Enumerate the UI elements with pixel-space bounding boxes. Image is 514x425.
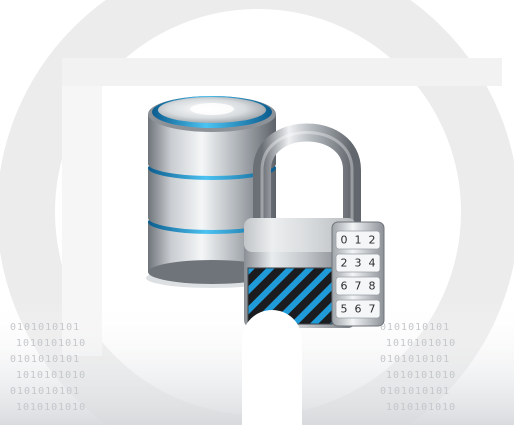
dial-digit: 7 [355,280,362,293]
dial-digit: 6 [355,303,362,316]
binary-row: 1010101010 [386,338,456,349]
dial-digit: 8 [369,280,376,293]
dial-digit: 3 [355,257,362,270]
dial-digit: 5 [341,303,348,316]
dial-digit: 6 [341,280,348,293]
dial-digit: 7 [369,303,376,316]
binary-row: 0101010101 [10,386,80,397]
binary-row: 1010101010 [16,402,86,413]
dial-digit: 0 [341,234,348,247]
binary-row: 0101010101 [380,322,450,333]
binary-row: 1010101010 [16,338,86,349]
dial-digit: 1 [355,234,362,247]
binary-row: 0101010101 [380,354,450,365]
dial-digit: 2 [369,234,376,247]
dial-wheel [335,230,381,250]
dial-digit: 2 [341,257,348,270]
binary-row: 1010101010 [386,370,456,381]
dial-wheel [335,276,381,296]
binary-row: 1010101010 [386,402,456,413]
dial-digit: 4 [369,257,376,270]
binary-row: 0101010101 [380,386,450,397]
dial-wheel [335,299,381,319]
binary-row: 0101010101 [10,354,80,365]
binary-row: 0101010101 [10,322,80,333]
dial-wheel [335,253,381,273]
binary-row: 1010101010 [16,370,86,381]
